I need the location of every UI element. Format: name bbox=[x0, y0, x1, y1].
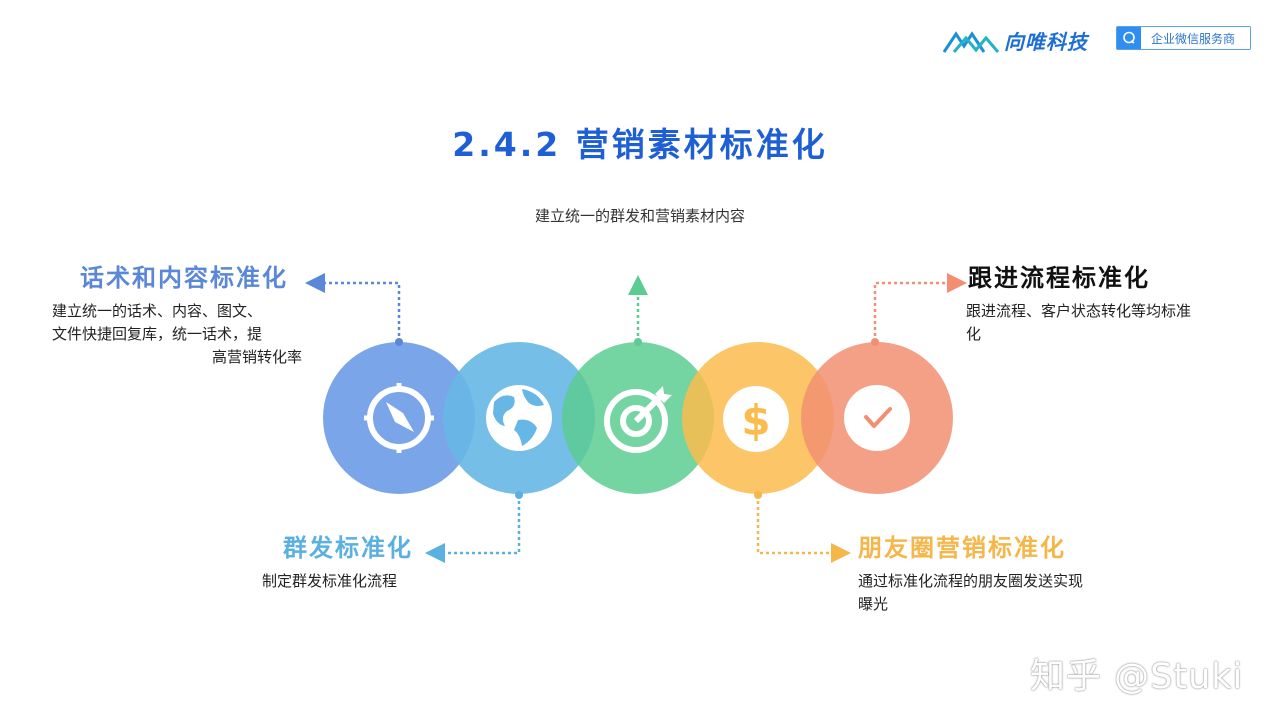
desc-line: 曝光 bbox=[858, 595, 889, 613]
mountain-logo-icon bbox=[942, 30, 1000, 53]
label-script-content: 话术和内容标准化 bbox=[80, 264, 288, 292]
globe-icon bbox=[486, 385, 552, 451]
watermark: 知乎 @Stuki bbox=[1030, 657, 1244, 697]
desc-follow-up: 跟进流程、客户状态转化等均标准 化 bbox=[966, 300, 1256, 346]
connector-3 bbox=[628, 275, 648, 346]
desc-line: 制定群发标准化流程 bbox=[262, 572, 398, 590]
connector-1 bbox=[305, 273, 403, 346]
page-title: 2.4.2 营销素材标准化 bbox=[452, 125, 828, 164]
service-provider-badge: 企业微信服务商 bbox=[1116, 26, 1251, 50]
desc-line: 化 bbox=[966, 325, 982, 343]
label-mass-send: 群发标准化 bbox=[283, 534, 413, 562]
badge-text: 企业微信服务商 bbox=[1151, 31, 1236, 46]
desc-line: 通过标准化流程的朋友圈发送实现 bbox=[858, 572, 1084, 590]
connector-4 bbox=[754, 491, 851, 563]
desc-moments: 通过标准化流程的朋友圈发送实现 曝光 bbox=[858, 570, 1148, 616]
page-subtitle: 建立统一的群发和营销素材内容 bbox=[534, 207, 745, 225]
compass-icon bbox=[364, 383, 434, 453]
check-icon bbox=[844, 385, 910, 451]
svg-text:$: $ bbox=[741, 396, 770, 445]
desc-script-content: 建立统一的话术、内容、图文、 文件快捷回复库，统一话术，提 高营销转化率 bbox=[52, 300, 302, 369]
brand-name: 向唯科技 bbox=[1004, 30, 1088, 54]
dollar-icon: $ bbox=[723, 386, 789, 452]
desc-line: 高营销转化率 bbox=[211, 348, 302, 366]
desc-line: 建立统一的话术、内容、图文、 bbox=[52, 302, 263, 320]
desc-line: 跟进流程、客户状态转化等均标准 bbox=[966, 302, 1192, 320]
brand-logo: 向唯科技 bbox=[942, 26, 1088, 55]
target-icon bbox=[604, 386, 672, 453]
label-moments: 朋友圈营销标准化 bbox=[858, 534, 1066, 562]
desc-line: 文件快捷回复库，统一话术，提 bbox=[52, 325, 263, 343]
label-follow-up: 跟进流程标准化 bbox=[968, 264, 1150, 292]
connector-2 bbox=[425, 491, 523, 563]
chat-bubble-icon bbox=[1117, 27, 1141, 49]
connector-5 bbox=[871, 273, 967, 346]
desc-mass-send: 制定群发标准化流程 bbox=[262, 570, 397, 593]
